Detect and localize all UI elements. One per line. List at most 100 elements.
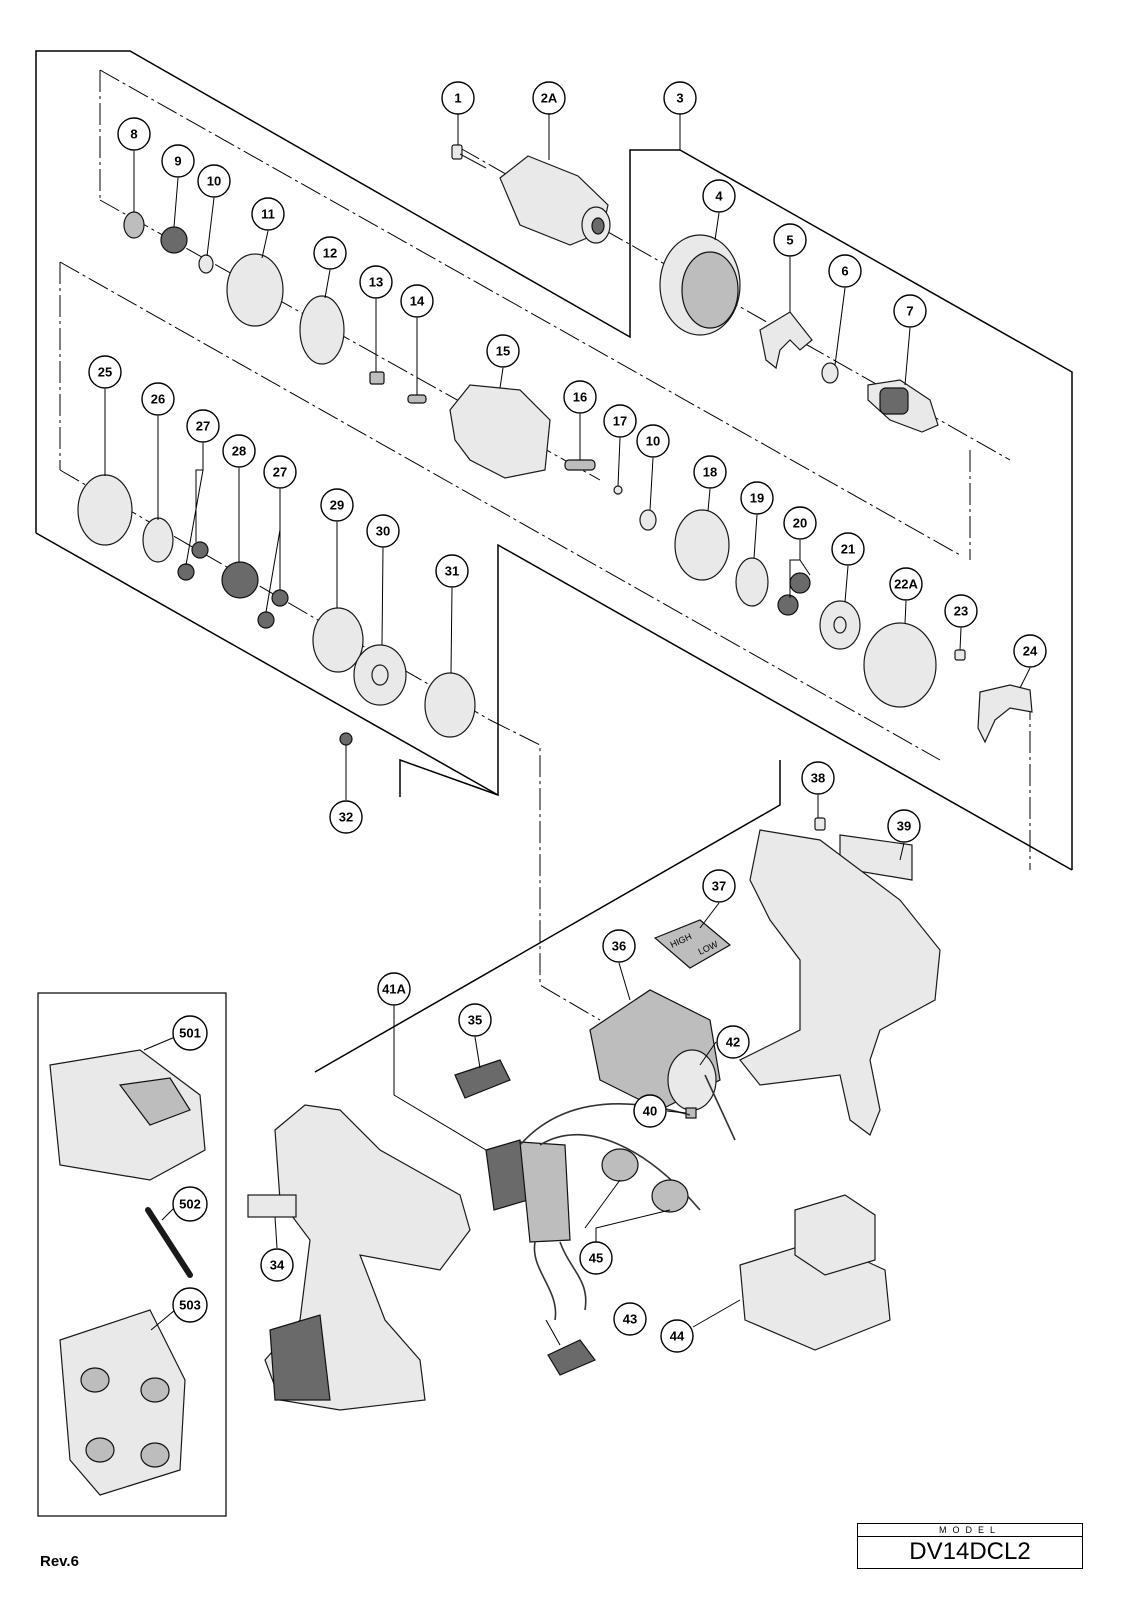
callout-27a: 27 <box>186 409 220 443</box>
callout-25: 25 <box>88 355 122 389</box>
screw-part-1 <box>451 144 487 169</box>
callout-14: 14 <box>400 284 434 318</box>
callout-501: 501 <box>172 1015 208 1051</box>
svg-text:43: 43 <box>623 1312 637 1327</box>
svg-text:30: 30 <box>376 524 390 539</box>
gear-case-part-15 <box>449 384 551 479</box>
svg-text:21: 21 <box>841 542 855 557</box>
carrier-part-26 <box>142 517 174 563</box>
svg-text:3: 3 <box>676 91 683 106</box>
svg-text:5: 5 <box>786 233 793 248</box>
callout-23: 23 <box>944 594 978 628</box>
housing-grip-base <box>269 1314 331 1401</box>
callout-39: 39 <box>887 809 921 843</box>
svg-text:42: 42 <box>726 1035 740 1050</box>
washer-part-10a <box>198 254 214 274</box>
svg-text:18: 18 <box>703 465 717 480</box>
model-caption: MODEL <box>858 1524 1082 1537</box>
gear-part-9 <box>160 226 188 254</box>
callout-27b: 27 <box>263 455 297 489</box>
planet-gear-part-27c <box>271 589 289 607</box>
ring-part-11 <box>226 253 284 327</box>
callout-29: 29 <box>320 488 354 522</box>
svg-text:22A: 22A <box>894 577 918 592</box>
planet-gear-part-27a <box>191 541 209 559</box>
svg-text:20: 20 <box>793 516 807 531</box>
svg-text:29: 29 <box>330 498 344 513</box>
svg-text:25: 25 <box>98 365 112 380</box>
housing-part-22A <box>863 622 937 708</box>
svg-text:44: 44 <box>670 1329 685 1344</box>
callout-9: 9 <box>161 144 195 178</box>
sun-gear-part-28 <box>221 561 259 599</box>
svg-text:1: 1 <box>454 91 461 106</box>
callout-502: 502 <box>172 1186 208 1222</box>
spring-part-8 <box>123 211 145 239</box>
callout-10a: 10 <box>197 164 231 198</box>
callout-31: 31 <box>435 554 469 588</box>
callout-15: 15 <box>486 334 520 368</box>
svg-text:9: 9 <box>174 154 181 169</box>
callout-5: 5 <box>773 223 807 257</box>
clutch-ring-part-4 <box>659 234 741 336</box>
callout-8: 8 <box>117 117 151 151</box>
callouts: 1 2A 3 4 5 6 7 8 9 10 11 12 13 14 15 16 … <box>88 81 1047 1353</box>
callout-1: 1 <box>441 81 475 115</box>
callout-42: 42 <box>716 1025 750 1059</box>
callout-2A: 2A <box>532 81 566 115</box>
callout-12: 12 <box>313 236 347 270</box>
plate-part-31 <box>424 672 476 738</box>
ring-part-29 <box>312 607 364 673</box>
svg-text:10: 10 <box>646 434 660 449</box>
svg-text:8: 8 <box>130 127 137 142</box>
ring-gear-part-25 <box>77 474 133 546</box>
callout-28: 28 <box>222 434 256 468</box>
planet-gear-part-20a <box>789 572 811 594</box>
callout-4: 4 <box>702 179 736 213</box>
svg-text:45: 45 <box>589 1251 603 1266</box>
battery-part-44 <box>739 1194 891 1351</box>
inductor-part-45a <box>601 1148 639 1182</box>
svg-text:4: 4 <box>715 189 723 204</box>
button-part-35 <box>454 1059 511 1099</box>
model-name: DV14DCL2 <box>909 1538 1031 1565</box>
callout-13: 13 <box>359 265 393 299</box>
clip-part-5 <box>759 311 813 370</box>
svg-text:35: 35 <box>468 1013 482 1028</box>
callout-34: 34 <box>260 1248 294 1282</box>
accessory-box <box>37 992 227 1517</box>
planet-gear-part-20b <box>777 594 799 616</box>
screw-part-23 <box>954 649 966 661</box>
clip-part-24 <box>977 684 1033 744</box>
svg-text:38: 38 <box>811 771 825 786</box>
svg-text:502: 502 <box>179 1197 201 1212</box>
housing-right-half <box>739 829 941 1136</box>
svg-text:37: 37 <box>712 879 726 894</box>
callout-30: 30 <box>366 514 400 548</box>
svg-text:26: 26 <box>151 392 165 407</box>
inductor-part-45b <box>651 1179 689 1213</box>
planet-gear-part-27d <box>257 611 275 629</box>
model-title-block: MODEL DV14DCL2 <box>857 1523 1083 1569</box>
washer-part-10b <box>639 509 657 531</box>
spindle-part-7 <box>867 379 939 433</box>
frame-lines <box>35 50 1073 1073</box>
callout-17: 17 <box>603 404 637 438</box>
bit-part-502 <box>145 1207 193 1278</box>
terminal-part-40 <box>685 1107 697 1119</box>
callout-7: 7 <box>893 294 927 328</box>
svg-text:24: 24 <box>1023 644 1038 659</box>
svg-text:2A: 2A <box>541 91 558 106</box>
switch-part-41A <box>485 1139 571 1243</box>
callout-18: 18 <box>693 455 727 489</box>
callout-37: 37 <box>702 869 736 903</box>
callout-20: 20 <box>783 506 817 540</box>
svg-text:39: 39 <box>897 819 911 834</box>
callout-3: 3 <box>663 81 697 115</box>
callout-36: 36 <box>602 929 636 963</box>
callout-10b: 10 <box>636 424 670 458</box>
callout-38: 38 <box>801 761 835 795</box>
spring-part-16 <box>564 459 596 471</box>
svg-text:23: 23 <box>954 604 968 619</box>
